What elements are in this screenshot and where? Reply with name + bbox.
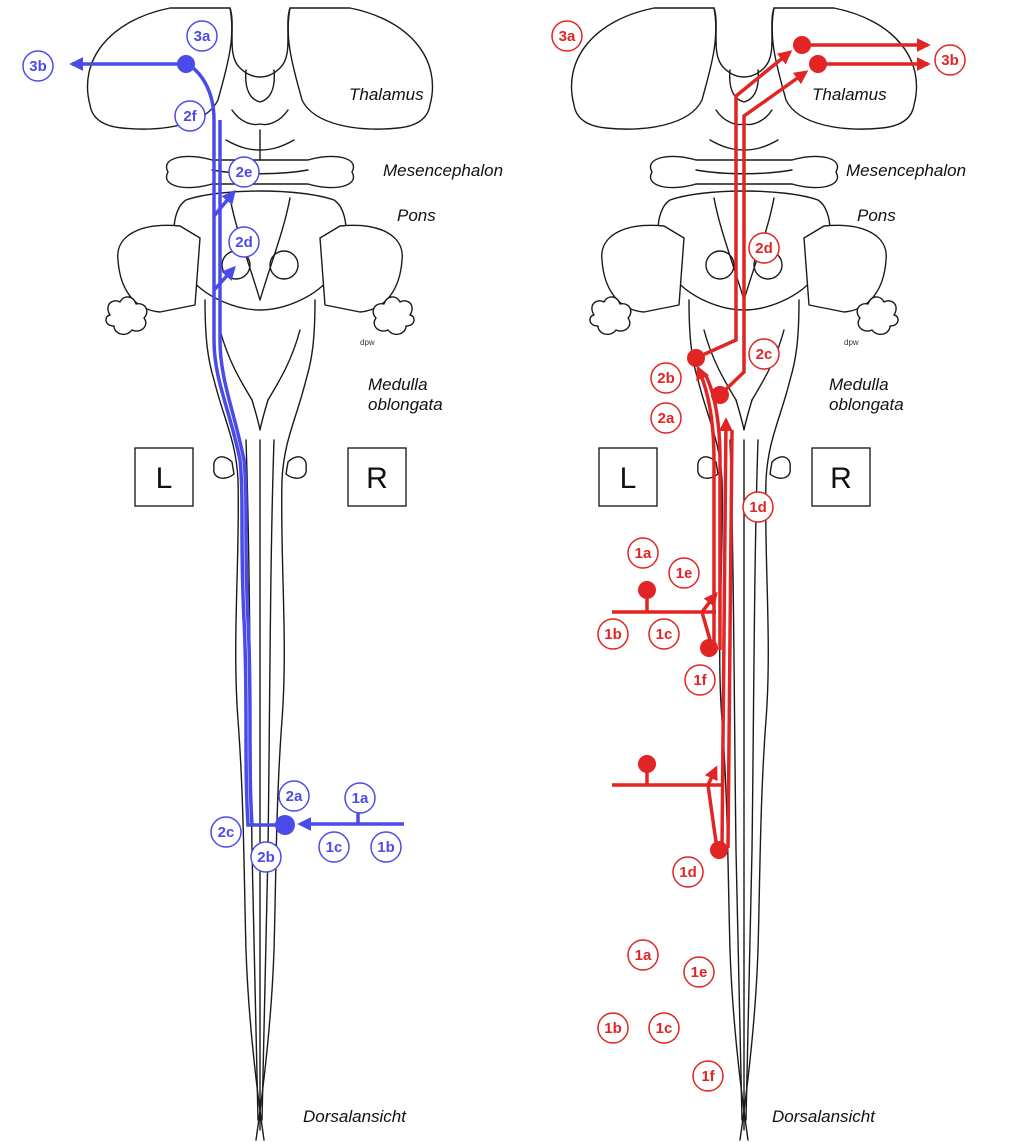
- blue-label-1b: 1b: [371, 832, 401, 862]
- blue-label-2f: 2f: [175, 101, 205, 131]
- svg-text:1b: 1b: [377, 839, 395, 856]
- svg-text:2b: 2b: [257, 849, 275, 866]
- red-label-2d: 2d: [749, 233, 779, 263]
- svg-text:1d: 1d: [679, 864, 697, 881]
- red-label-1f: 1f: [693, 1061, 723, 1091]
- svg-text:1c: 1c: [656, 626, 673, 643]
- blue-label-1c: 1c: [319, 832, 349, 862]
- red-label-2c: 2c: [749, 339, 779, 369]
- label-thalamus-left: Thalamus: [349, 85, 424, 104]
- left-labels: 3a 3b 2f 2e 2d 2c 2a 2b 1a 1b 1c: [23, 21, 401, 872]
- svg-text:1a: 1a: [352, 790, 369, 807]
- svg-text:1c: 1c: [656, 1020, 673, 1037]
- red-label-1b: 1b: [598, 619, 628, 649]
- label-pons-right: Pons: [857, 206, 896, 225]
- svg-text:2c: 2c: [218, 824, 235, 841]
- svg-text:3a: 3a: [559, 28, 576, 45]
- artist-mark-right: dpw: [844, 338, 859, 347]
- red-label-1f: 1f: [685, 665, 715, 695]
- svg-text:1d: 1d: [749, 499, 767, 516]
- label-dorsal-view-right: Dorsalansicht: [772, 1107, 876, 1126]
- side-label-left-L: L: [156, 462, 173, 495]
- svg-text:2b: 2b: [657, 370, 675, 387]
- svg-text:2c: 2c: [756, 346, 773, 363]
- label-medulla-right-1: Medulla: [829, 375, 889, 394]
- svg-text:2d: 2d: [755, 240, 773, 257]
- svg-text:1f: 1f: [693, 672, 707, 689]
- svg-text:3b: 3b: [941, 52, 959, 69]
- blue-label-1a: 1a: [345, 783, 375, 813]
- label-mesencephalon-right: Mesencephalon: [846, 161, 966, 180]
- label-medulla-left-1: Medulla: [368, 375, 428, 394]
- red-label-3a: 3a: [552, 21, 582, 51]
- svg-text:1f: 1f: [701, 1068, 715, 1085]
- red-label-1d: 1d: [673, 857, 703, 887]
- red-label-1a: 1a: [628, 538, 658, 568]
- svg-text:3a: 3a: [194, 28, 211, 45]
- red-label-1c: 1c: [649, 1013, 679, 1043]
- label-medulla-left-2: oblongata: [368, 395, 443, 414]
- right-panel: Thalamus Mesencephalon Pons Medulla oblo…: [552, 8, 966, 1140]
- blue-label-2a: 2a: [279, 781, 309, 811]
- artist-mark-left: dpw: [360, 338, 375, 347]
- left-panel: Thalamus Mesencephalon Pons Medulla oblo…: [23, 8, 503, 1140]
- blue-label-2c: 2c: [211, 817, 241, 847]
- svg-text:2a: 2a: [658, 410, 675, 427]
- blue-label-2e: 2e: [229, 157, 259, 187]
- blue-label-3b: 3b: [23, 51, 53, 81]
- label-dorsal-view-left: Dorsalansicht: [303, 1107, 407, 1126]
- red-label-1d: 1d: [743, 492, 773, 522]
- label-pons-left: Pons: [397, 206, 436, 225]
- red-label-2a: 2a: [651, 403, 681, 433]
- blue-label-3a: 3a: [187, 21, 217, 51]
- svg-text:2d: 2d: [235, 234, 253, 251]
- red-label-3b: 3b: [935, 45, 965, 75]
- red-label-2b: 2b: [651, 363, 681, 393]
- svg-text:2f: 2f: [183, 108, 197, 125]
- blue-label-2b: 2b: [251, 842, 281, 872]
- side-label-right-R: R: [830, 462, 852, 495]
- side-label-right-L: L: [620, 462, 637, 495]
- label-thalamus-right: Thalamus: [812, 85, 887, 104]
- svg-text:2e: 2e: [236, 164, 253, 181]
- red-label-1e: 1e: [669, 558, 699, 588]
- red-label-1e: 1e: [684, 957, 714, 987]
- left-brainstem-drawing: [88, 8, 433, 1140]
- label-medulla-right-2: oblongata: [829, 395, 904, 414]
- red-label-1c: 1c: [649, 619, 679, 649]
- svg-text:1b: 1b: [604, 626, 622, 643]
- svg-text:1e: 1e: [691, 964, 708, 981]
- svg-text:1a: 1a: [635, 545, 652, 562]
- blue-label-2d: 2d: [229, 227, 259, 257]
- svg-text:2a: 2a: [286, 788, 303, 805]
- red-label-1a: 1a: [628, 940, 658, 970]
- svg-text:1b: 1b: [604, 1020, 622, 1037]
- svg-text:1c: 1c: [326, 839, 343, 856]
- svg-text:3b: 3b: [29, 58, 47, 75]
- svg-text:1e: 1e: [676, 565, 693, 582]
- red-label-1b: 1b: [598, 1013, 628, 1043]
- side-label-left-R: R: [366, 462, 388, 495]
- label-mesencephalon-left: Mesencephalon: [383, 161, 503, 180]
- svg-text:1a: 1a: [635, 947, 652, 964]
